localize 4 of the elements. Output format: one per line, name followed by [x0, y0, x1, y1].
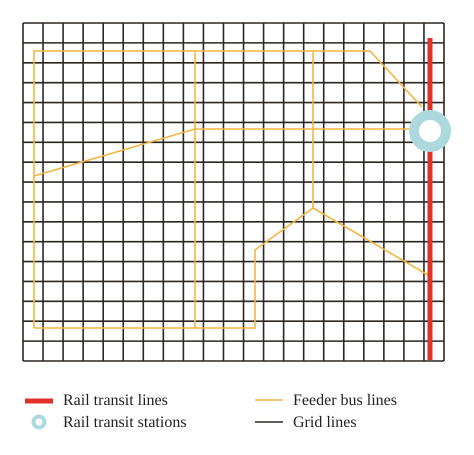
legend-label: Rail transit stations: [63, 414, 187, 432]
legend-label: Feeder bus lines: [293, 392, 397, 410]
legend-label: Rail transit lines: [63, 392, 168, 410]
legend-label: Grid lines: [293, 414, 357, 432]
